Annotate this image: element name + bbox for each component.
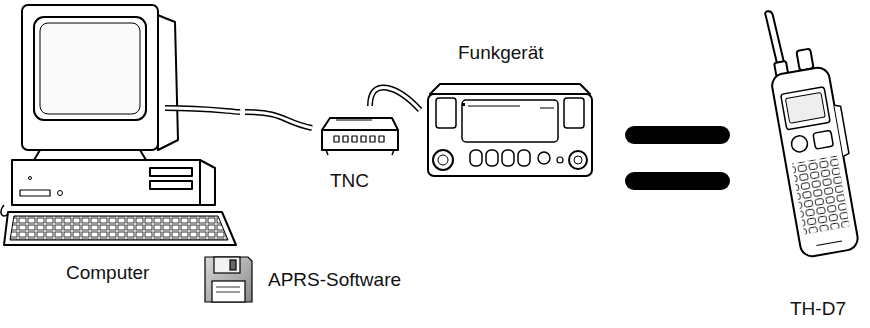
cable-outline xyxy=(370,87,420,110)
radio-drawing xyxy=(428,84,592,176)
software-label: APRS-Software xyxy=(268,269,401,291)
cable-fill xyxy=(245,112,312,128)
keyboard xyxy=(4,212,236,245)
cable xyxy=(245,112,312,128)
device-label: TNC xyxy=(330,170,369,192)
monitor-body xyxy=(22,5,158,150)
device-label: Funkgerät xyxy=(458,42,544,64)
equals-sign xyxy=(625,126,730,190)
system-unit xyxy=(12,160,215,205)
cable-outline xyxy=(245,112,312,128)
computer-node: Computer xyxy=(0,0,245,292)
drive-slot xyxy=(150,181,192,189)
device-label: Computer xyxy=(66,262,149,284)
tnc-node: TNC xyxy=(312,106,404,198)
monitor-stand xyxy=(34,150,146,160)
tnc-drawing xyxy=(322,118,398,155)
device-label: TH-D7 xyxy=(790,298,846,320)
computer-drawing xyxy=(1,5,240,245)
cable xyxy=(370,87,420,110)
radio-node: Funkgerät xyxy=(420,38,600,184)
handheld-drawing xyxy=(759,2,865,258)
monitor-screen xyxy=(34,17,146,120)
cable-fill xyxy=(370,87,420,110)
drive-slot xyxy=(150,168,192,176)
floppy-disk-icon xyxy=(205,257,252,302)
cable-stub xyxy=(165,108,240,112)
handheld-node: TH-D7 xyxy=(758,0,864,326)
